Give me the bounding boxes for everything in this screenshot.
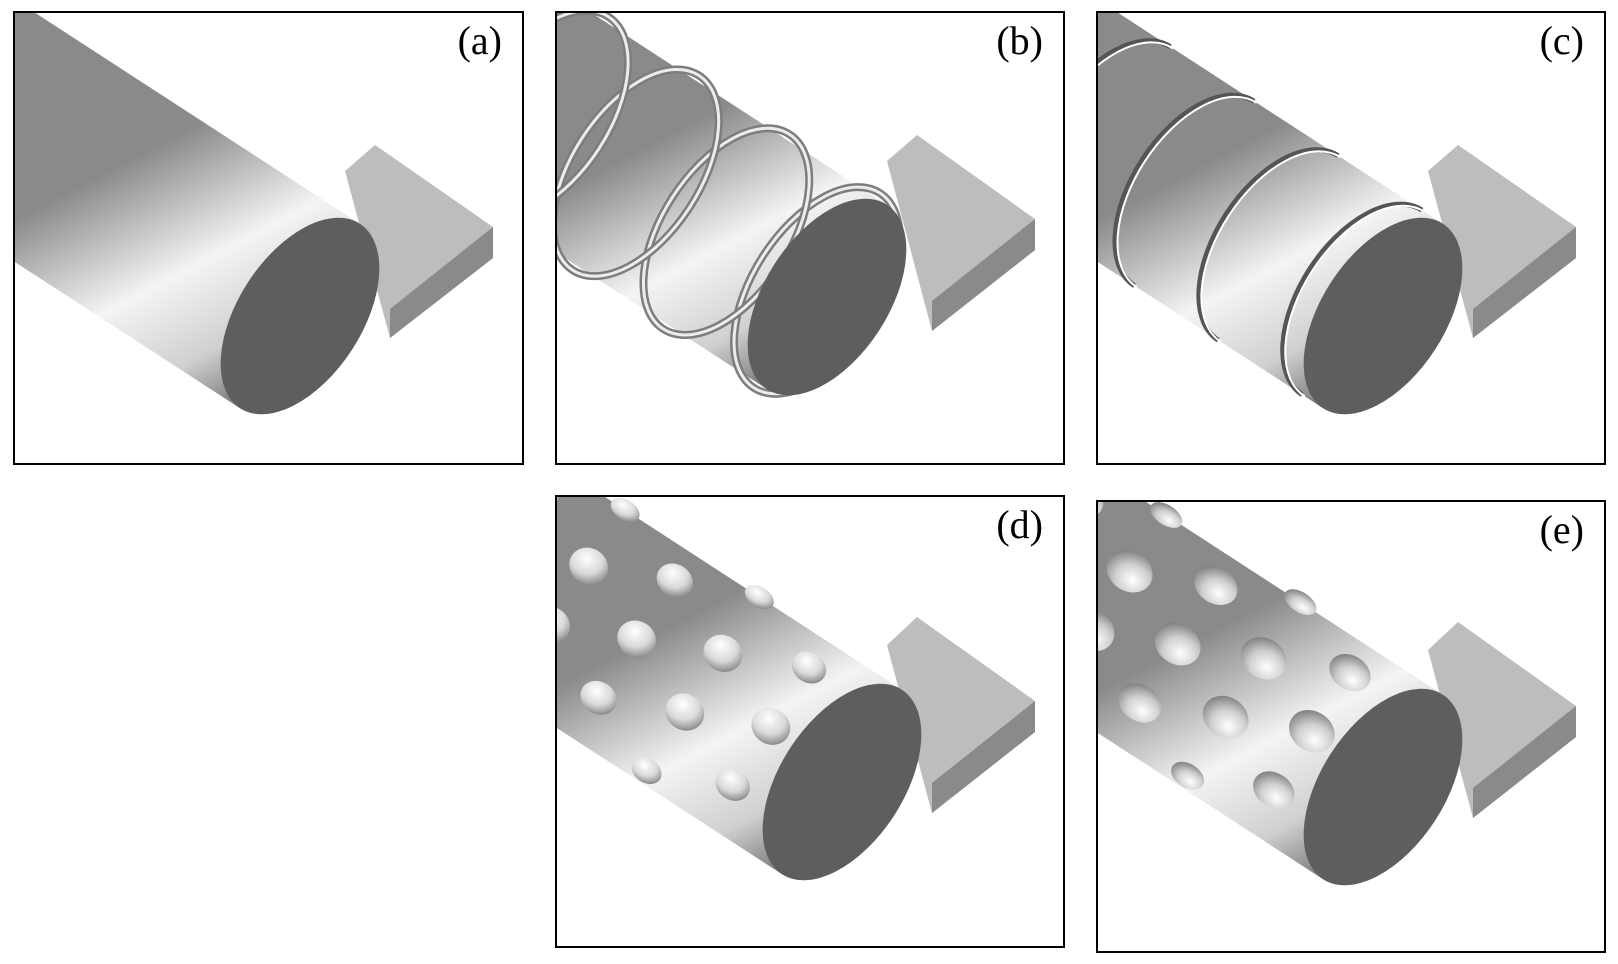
base-plate [345, 145, 493, 338]
recessed-dimples [1098, 502, 1371, 809]
cylinder-end-face [1303, 217, 1463, 415]
protruding-dimples [557, 497, 827, 801]
smooth-cylinder-figure [15, 13, 493, 415]
base-plate [887, 617, 1035, 813]
cylinder-end-face [1303, 688, 1463, 886]
cylinder-end-face [220, 217, 380, 415]
base-plate [1428, 145, 1576, 338]
cylinder-body [1098, 502, 1463, 886]
base-plate [1428, 622, 1576, 818]
grooves [1098, 38, 1426, 398]
raised-ribs [557, 13, 904, 398]
panel-label: (e) [1539, 507, 1584, 552]
panel-label: (b) [996, 18, 1043, 63]
panel-d: (d) [555, 495, 1065, 948]
panel-label: (a) [457, 18, 502, 63]
panel-e: (e) [1096, 500, 1606, 953]
panel-label: (d) [996, 502, 1043, 547]
cylinder-body [15, 13, 380, 415]
panel-a: (a) [13, 11, 524, 465]
cylinder-body [557, 13, 907, 398]
grooved-cylinder-figure [1098, 13, 1576, 415]
panel-b: (b) [555, 11, 1065, 465]
protruding-dimple-cylinder-figure [557, 497, 1035, 881]
cylinder-body [557, 497, 922, 881]
panel-c: (c) [1096, 11, 1606, 465]
ribbed-cylinder-figure [557, 13, 1035, 398]
base-plate [887, 135, 1035, 331]
panel-label: (c) [1539, 18, 1584, 63]
cylinder-end-face [747, 198, 907, 396]
cylinder-body [1098, 13, 1463, 415]
cylinder-end-face [762, 683, 922, 881]
recessed-dimple-cylinder-figure [1098, 502, 1576, 886]
